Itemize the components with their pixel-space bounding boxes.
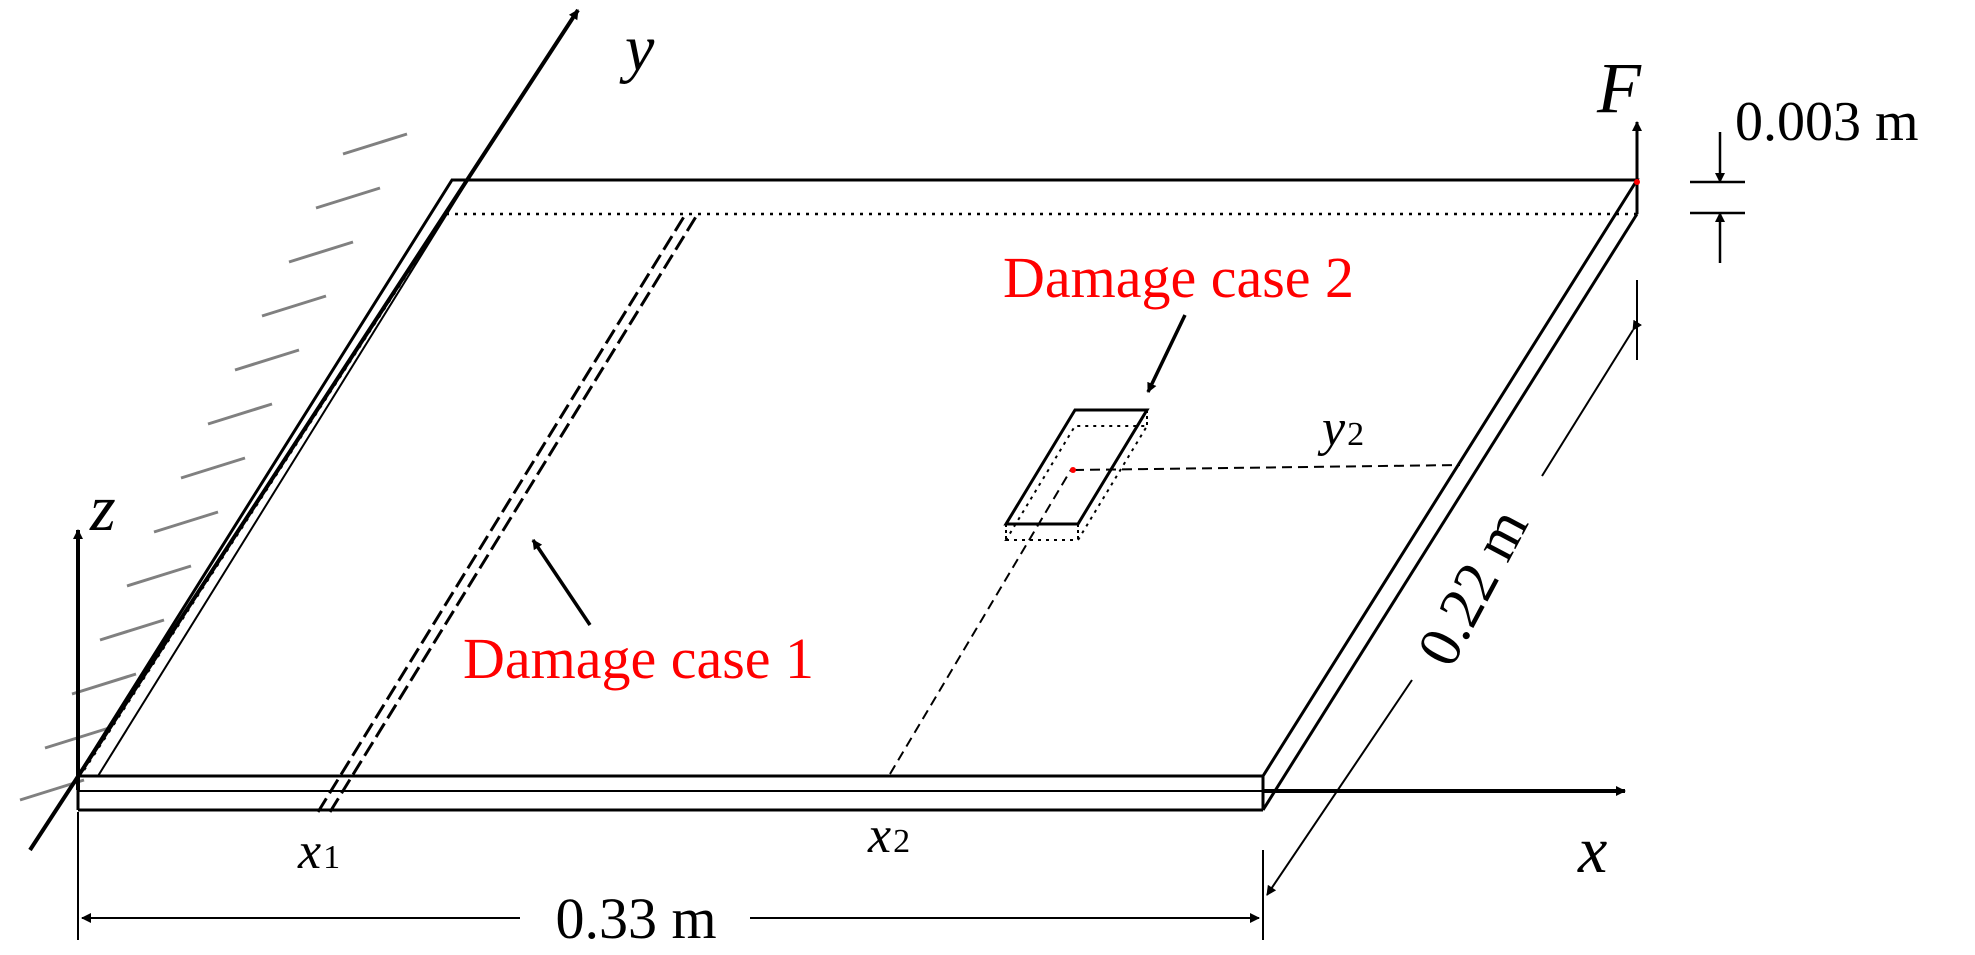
y-axis-arrow	[28, 8, 580, 852]
damage-case-1-crack	[316, 214, 699, 813]
y2-label: y2	[1317, 400, 1364, 457]
coordinate-axes	[28, 8, 1626, 852]
thickness-label: 0.003 m	[1735, 91, 1919, 153]
labels: y z x F 0.003 m 0.22 m 0.33 m x1 x2 y2 D…	[89, 12, 1919, 951]
plate-top-face	[75, 178, 1640, 778]
damage-case-2-label: Damage case 2	[1003, 245, 1354, 310]
x1-label: x1	[297, 823, 340, 880]
length-label: 0.33 m	[555, 886, 716, 951]
damage-case-2-center-point	[1070, 467, 1076, 473]
load-label: F	[1596, 48, 1642, 128]
length-dimension	[77, 812, 1264, 940]
damage-case-2-pointer-arrow	[1146, 314, 1187, 393]
x2-guide-line	[889, 467, 1073, 775]
fixed-support-hatching	[19, 132, 408, 802]
damage-case-2-patch	[1003, 408, 1150, 541]
y2-guide-line	[1073, 464, 1461, 471]
load-point	[1634, 179, 1640, 185]
z-axis-label: z	[89, 472, 116, 545]
y-axis-label: y	[619, 12, 655, 85]
width-label: 0.22 m	[1404, 498, 1541, 676]
damage-case-1-label: Damage case 1	[463, 626, 814, 691]
thickness-dimension	[1690, 132, 1745, 263]
x-axis-label: x	[1577, 814, 1607, 887]
plate	[75, 178, 1640, 812]
damage-case-1-pointer-arrow	[531, 539, 592, 626]
position-guides	[889, 464, 1461, 775]
plate-right-bottom-edge	[1261, 213, 1639, 811]
x2-label: x2	[867, 807, 910, 864]
